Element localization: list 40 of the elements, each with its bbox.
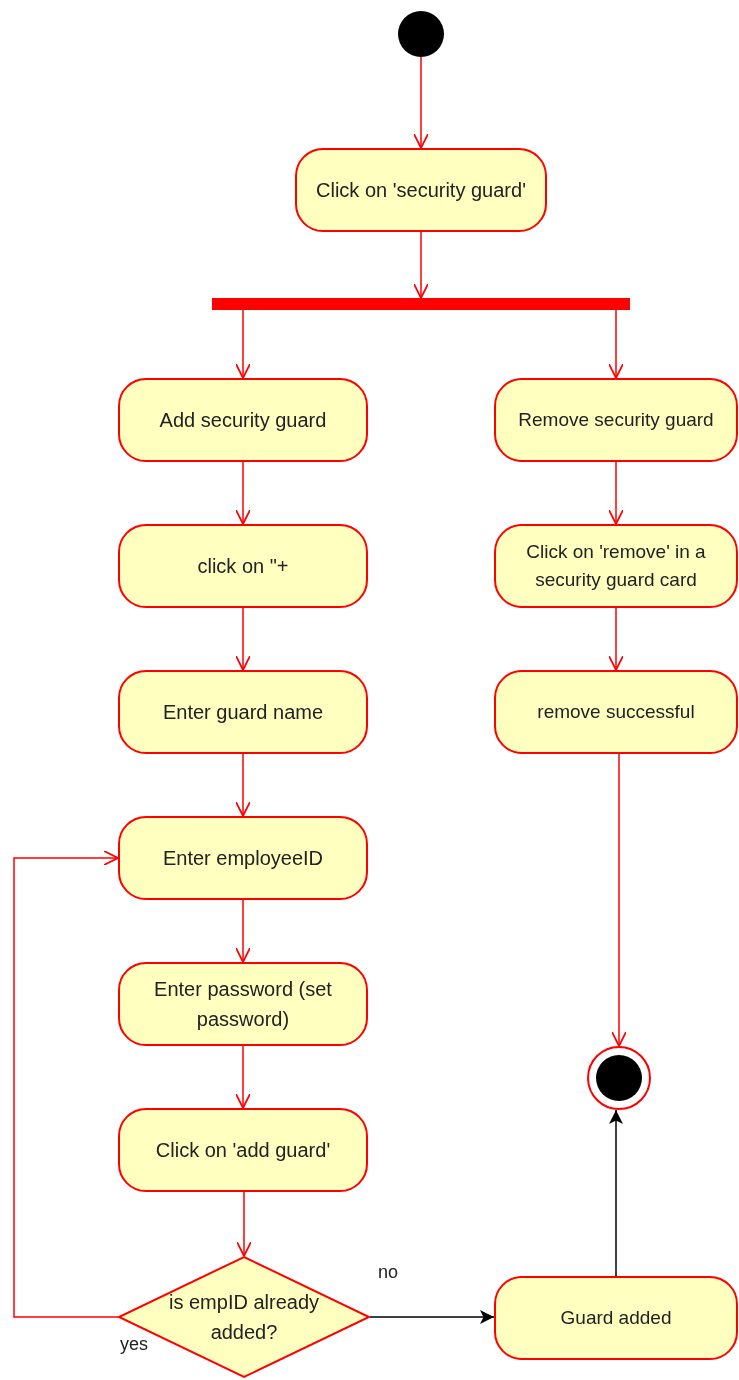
arrow	[609, 1109, 623, 1277]
arrow	[235, 1045, 251, 1109]
node-label: Enter guard name	[162, 700, 324, 725]
arrow	[13, 850, 119, 1318]
arrow	[369, 1310, 495, 1324]
node-label: Remove security guard	[518, 407, 714, 432]
arrow	[611, 753, 627, 1047]
arrow	[235, 753, 251, 817]
action-box	[118, 1108, 368, 1192]
action-box	[494, 524, 738, 608]
action-box	[118, 378, 368, 462]
arrow	[608, 309, 624, 379]
action-box	[118, 670, 368, 754]
action-box	[494, 378, 738, 462]
arrow	[608, 607, 624, 671]
action-box	[118, 816, 368, 900]
action-box	[118, 524, 368, 608]
arrow	[236, 1191, 252, 1257]
arrow	[235, 309, 251, 379]
node-label: Click on 'security guard'	[316, 178, 526, 203]
action-box	[494, 670, 738, 754]
arrow	[235, 461, 251, 525]
node-label: Guard added	[560, 1305, 672, 1330]
arrow	[235, 899, 251, 963]
node-label: Enter employeeID	[162, 846, 324, 871]
arrow	[608, 461, 624, 525]
action-box	[295, 148, 547, 232]
node-label: remove successful	[537, 699, 695, 724]
fork-bar	[212, 298, 630, 310]
arrow	[235, 607, 251, 671]
action-box	[494, 1276, 738, 1360]
node-label: Enter password (set password)	[153, 977, 333, 1032]
node-label: Add security guard	[159, 408, 327, 433]
action-box	[118, 962, 368, 1046]
arrow	[413, 56, 429, 149]
arrow	[413, 231, 429, 299]
node-label: Click on 'remove' in a security guard card	[525, 539, 707, 592]
node-label: click on "+	[197, 554, 289, 579]
node-label: Click on 'add guard'	[155, 1138, 331, 1163]
node-label: is empID already added?	[167, 1290, 321, 1345]
